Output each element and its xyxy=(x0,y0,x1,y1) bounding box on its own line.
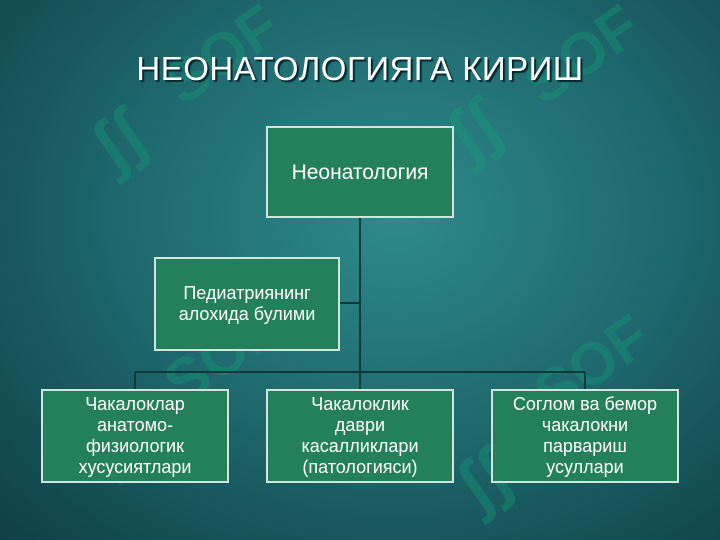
node-child-2-label: Чакалоклик даври касалликлари (патология… xyxy=(301,394,419,477)
node-side-label: Педиатриянинг алохида булими xyxy=(178,283,316,324)
node-child-3-label: Соглом ва бемор чакалокни парвариш усулл… xyxy=(512,394,658,477)
node-root-label: Неонатология xyxy=(291,160,429,184)
node-child-3: Соглом ва бемор чакалокни парвариш усулл… xyxy=(491,389,679,483)
node-side: Педиатриянинг алохида булими xyxy=(154,257,340,351)
node-child-2: Чакалоклик даври касалликлари (патология… xyxy=(266,389,454,483)
node-child-1-label: Чакалоклар анатомо- физиологик хусусиятл… xyxy=(78,394,192,477)
page-title: НЕОНАТОЛОГИЯГА КИРИШ xyxy=(136,50,584,87)
node-child-1: Чакалоклар анатомо- физиологик хусусиятл… xyxy=(41,389,229,483)
node-root: Неонатология xyxy=(266,126,454,218)
